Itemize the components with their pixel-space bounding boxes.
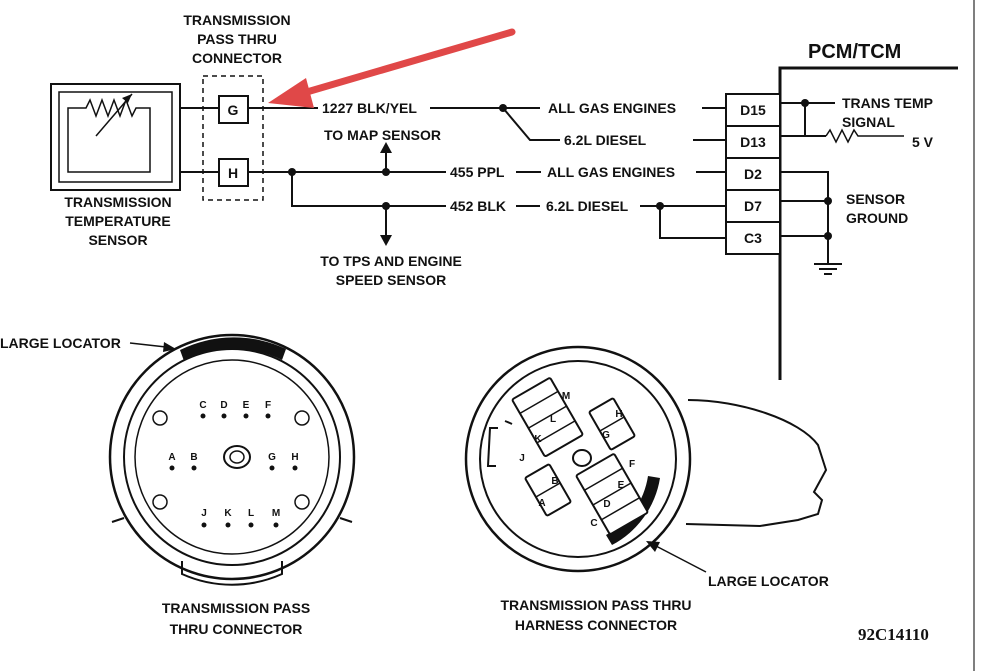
wire-455: [248, 142, 726, 176]
wire-1227-label: 1227 BLK/YEL: [322, 100, 417, 116]
pcm-outline: [778, 66, 958, 380]
right-pin-l: L: [550, 414, 556, 425]
right-pin-e: E: [618, 480, 625, 491]
right-pin-c: C: [590, 518, 597, 529]
pcm-title: PCM/TCM: [808, 41, 901, 63]
right-pin-g: G: [602, 430, 610, 441]
left-pin-a: A: [168, 452, 175, 463]
pcm-terminals: [725, 93, 781, 255]
left-pin-b: B: [190, 452, 197, 463]
right-pin-d: D: [603, 499, 610, 510]
right-pin-b: B: [551, 476, 558, 487]
right-pin-a: A: [538, 498, 545, 509]
wire-452-label: 452 BLK: [450, 198, 506, 214]
left-caption-line2: THRU CONNECTOR: [170, 621, 303, 637]
pcm-internal-circuits: [780, 99, 904, 275]
left-locator-pointer: [129, 342, 167, 348]
wire-label-diesel-2: 6.2L DIESEL: [546, 198, 629, 214]
left-pin-k: K: [224, 508, 232, 519]
sensor-label-line3: SENSOR: [88, 232, 147, 248]
right-caption-line2: HARNESS CONNECTOR: [515, 617, 677, 633]
left-pin-m: M: [272, 508, 280, 519]
right-caption-line1: TRANSMISSION PASS THRU: [500, 597, 691, 613]
pin-h-label: H: [228, 165, 238, 181]
to-tps-label-line1: TO TPS AND ENGINE: [320, 253, 462, 269]
right-pin-f: F: [629, 459, 635, 470]
five-volt-label: 5 V: [912, 134, 934, 150]
connector-title-line1: TRANSMISSION: [183, 12, 290, 28]
right-pin-h: H: [615, 409, 622, 420]
left-pin-j: J: [201, 508, 207, 519]
temperature-sensor-symbol: [50, 83, 181, 191]
sensor-ground-line2: GROUND: [846, 210, 908, 226]
wire-455-label: 455 PPL: [450, 164, 505, 180]
right-large-locator-label: LARGE LOCATOR: [708, 573, 829, 589]
left-connector-face: [108, 333, 356, 586]
sensor-label-line1: TRANSMISSION: [64, 194, 171, 210]
wire-label-all-gas-1: ALL GAS ENGINES: [548, 100, 676, 116]
terminal-c3: C3: [744, 230, 762, 246]
pin-g-box: [218, 95, 249, 124]
left-pin-d: D: [220, 400, 227, 411]
left-pin-g: G: [268, 452, 276, 463]
connector-title-line2: PASS THRU: [197, 31, 277, 47]
pin-g-label: G: [228, 102, 239, 118]
right-pin-k: K: [534, 434, 542, 445]
pass-thru-connector-box: [202, 75, 264, 201]
trans-temp-label-line1: TRANS TEMP: [842, 95, 933, 111]
right-locator-pointer-head: [646, 541, 660, 552]
right-locator-pointer: [655, 545, 707, 573]
terminal-d13: D13: [740, 134, 766, 150]
wire-452: [291, 172, 726, 246]
left-caption-line1: TRANSMISSION PASS: [162, 600, 310, 616]
right-pin-j: J: [519, 453, 525, 464]
left-pin-e: E: [243, 400, 250, 411]
wire-label-all-gas-2: ALL GAS ENGINES: [547, 164, 675, 180]
annotation-arrow: [268, 28, 516, 108]
right-connector-pin-blocks: [511, 377, 649, 535]
left-large-locator-label: LARGE LOCATOR: [0, 335, 121, 351]
connector-title-line3: CONNECTOR: [192, 50, 282, 66]
terminal-d15: D15: [740, 102, 766, 118]
to-tps-label-line2: SPEED SENSOR: [336, 272, 446, 288]
terminal-d7: D7: [744, 198, 762, 214]
left-pin-c: C: [199, 400, 206, 411]
left-connector-pin-dots: [169, 413, 298, 528]
to-map-sensor-label: TO MAP SENSOR: [324, 127, 441, 143]
terminal-d2: D2: [744, 166, 762, 182]
left-pin-f: F: [265, 400, 271, 411]
left-pin-h: H: [291, 452, 298, 463]
trans-temp-label-line2: SIGNAL: [842, 114, 895, 130]
right-pin-m: M: [562, 391, 570, 402]
wire-label-diesel-1: 6.2L DIESEL: [564, 132, 647, 148]
sensor-label-line2: TEMPERATURE: [65, 213, 171, 229]
sensor-ground-line1: SENSOR: [846, 191, 905, 207]
figure-id: 92C14110: [858, 625, 929, 644]
left-pin-l: L: [248, 508, 254, 519]
wire-1227: [248, 104, 726, 141]
